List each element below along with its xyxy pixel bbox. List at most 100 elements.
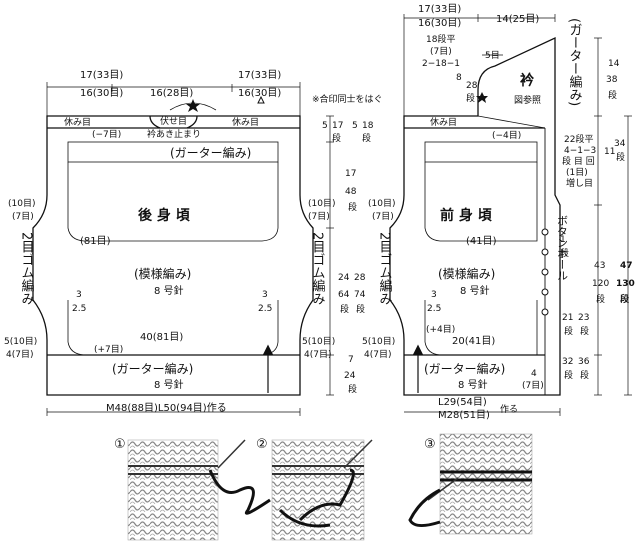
back-width-81: (81目) <box>80 236 111 247</box>
back-top-left-width-2: 16(30目) <box>80 88 123 99</box>
dim-d1b-1: 17 <box>332 121 343 131</box>
front-hem-left-2: 4(7目) <box>364 349 391 360</box>
dim-hem-a-1: 7 <box>348 355 354 365</box>
step-2-label: ② <box>256 437 268 452</box>
front-hem-right-2: (7目) <box>522 380 544 391</box>
front-top-width-2: 16(30目) <box>418 18 461 29</box>
dim-d2b-2: 段 <box>362 132 371 144</box>
front-r7-2: 段 <box>564 369 573 381</box>
front-r7-1: 32 <box>562 357 573 367</box>
back-num-left-2: 2.5 <box>72 304 86 314</box>
back-hem-left-1: 5(10目) <box>4 336 37 347</box>
front-shape-4: (1目) <box>566 167 588 178</box>
front-r1-3: 段 <box>608 89 617 101</box>
back-pattern: (模様編み) <box>134 266 191 281</box>
back-hem-plus: (+7目) <box>94 344 123 355</box>
front-collar-ref: 図参照 <box>514 94 541 106</box>
dim-side-a-1: 24 <box>338 273 350 283</box>
front-r2-2: 34 <box>614 139 626 149</box>
back-dimension-lines <box>46 82 334 416</box>
front-hem-left-1: 5(10目) <box>362 336 395 347</box>
back-neck-stop: 衿あき止まり <box>147 128 201 140</box>
front-piece <box>389 36 561 396</box>
dim-body-len-1: 17 <box>345 169 356 179</box>
front-collar-rows-2: (7目) <box>430 46 452 57</box>
front-garter-hem: (ガーター編み) <box>424 361 505 376</box>
front-star-mark <box>476 92 488 103</box>
back-bind-off: 伏せ目 <box>160 115 187 127</box>
front-r3-1: 43 <box>594 261 605 271</box>
front-r4-2: 130 <box>616 279 635 289</box>
back-rib-right: 2目ゴム編み <box>310 232 326 306</box>
back-garter-top: (ガーター編み) <box>170 145 251 160</box>
star-mark <box>186 99 200 112</box>
back-top-right-width-2: 16(30目) <box>238 88 281 99</box>
back-piece <box>32 115 314 396</box>
front-title: 前 身 頃 <box>440 207 493 224</box>
front-bottom-total-2: M28(51目) <box>438 410 490 421</box>
front-shape-2: 4−1−3 <box>564 146 596 156</box>
front-bottom-total-3: 作る <box>500 403 518 415</box>
back-hem-right-1: 5(10目) <box>302 336 335 347</box>
front-hem-right-1: 4 <box>531 369 537 379</box>
dim-d1-1: 5 <box>322 121 328 131</box>
front-r2-3: 段 <box>616 151 625 163</box>
back-hem-width: 40(81目) <box>140 332 183 343</box>
front-decrease: (−4目) <box>492 130 521 141</box>
front-collar-small-3: 段 <box>466 92 475 104</box>
button-holes <box>541 228 549 316</box>
front-top-width-1: 17(33目) <box>418 4 461 15</box>
dim-side-a-3: 段 <box>340 303 349 315</box>
back-top-left-width-1: 17(33目) <box>80 70 123 81</box>
front-rib: 2目ゴム編み <box>377 232 393 306</box>
front-r2-1: 11 <box>604 147 615 157</box>
back-num-right-2: 2.5 <box>258 304 272 314</box>
step-2-illustration: ② <box>256 437 373 541</box>
front-num-2: 2.5 <box>427 304 441 314</box>
front-bh-rows-2: 段 <box>560 247 569 259</box>
back-bottom-total: M48(88目)L50(94目)作る <box>106 402 227 414</box>
front-r5-2: 段 <box>564 325 573 337</box>
back-garter-hem: (ガーター編み) <box>112 361 193 376</box>
front-dimension-lines <box>403 14 632 416</box>
step-1-illustration: ① <box>114 437 271 541</box>
front-hem-width: 20(41目) <box>452 336 495 347</box>
back-decrease: (−7目) <box>92 129 121 140</box>
front-needle-hem: 8 号針 <box>458 378 488 391</box>
front-collar: 衿 <box>520 72 535 89</box>
dim-side-b-3: 段 <box>356 303 365 315</box>
front-shape-5: 増し目 <box>566 177 593 189</box>
front-r1-1: 14 <box>608 59 620 69</box>
back-rest-right: 休み目 <box>232 116 259 128</box>
front-button-hole: ボタンホール <box>556 215 569 281</box>
back-rest-left: 休み目 <box>64 116 91 128</box>
dim-side-b-1: 28 <box>354 273 366 283</box>
back-title: 後 身 頃 <box>138 207 191 224</box>
back-needle-hem: 8 号針 <box>154 378 184 391</box>
back-num-right-1: 3 <box>262 290 268 300</box>
back-num-left-1: 3 <box>76 290 82 300</box>
front-bh-rows-1: 1 <box>560 235 566 245</box>
back-side-right-1: (10目) <box>308 198 335 209</box>
back-top-center-width: 16(28目) <box>150 88 193 99</box>
front-collar-rows-1: 18段平 <box>426 33 455 45</box>
back-side-right-2: (7目) <box>308 211 330 222</box>
dim-side-b-2: 74 <box>354 290 366 300</box>
front-collar-small-1: 8 <box>456 73 462 83</box>
dim-side-a-2: 64 <box>338 290 350 300</box>
front-rest: 休み目 <box>430 116 457 128</box>
triangle-mark <box>257 95 265 104</box>
front-collar-small-2: 28 <box>466 81 478 91</box>
dim-d2-1: 5 <box>352 121 358 131</box>
dim-body-len-2: 48 <box>345 187 357 197</box>
front-r4-3: 段 <box>620 293 630 305</box>
back-hem-right-2: 4(7目) <box>304 349 331 360</box>
front-num-1: 3 <box>431 290 437 300</box>
step-1-label: ① <box>114 437 126 452</box>
back-side-left-1: (10目) <box>8 198 35 209</box>
step-3-illustration: ③ <box>408 433 533 535</box>
front-collar-rows-3: 2−18−1 <box>422 59 460 69</box>
step-3-label: ③ <box>424 437 436 452</box>
front-shoulder: 14(25目) <box>496 14 539 25</box>
